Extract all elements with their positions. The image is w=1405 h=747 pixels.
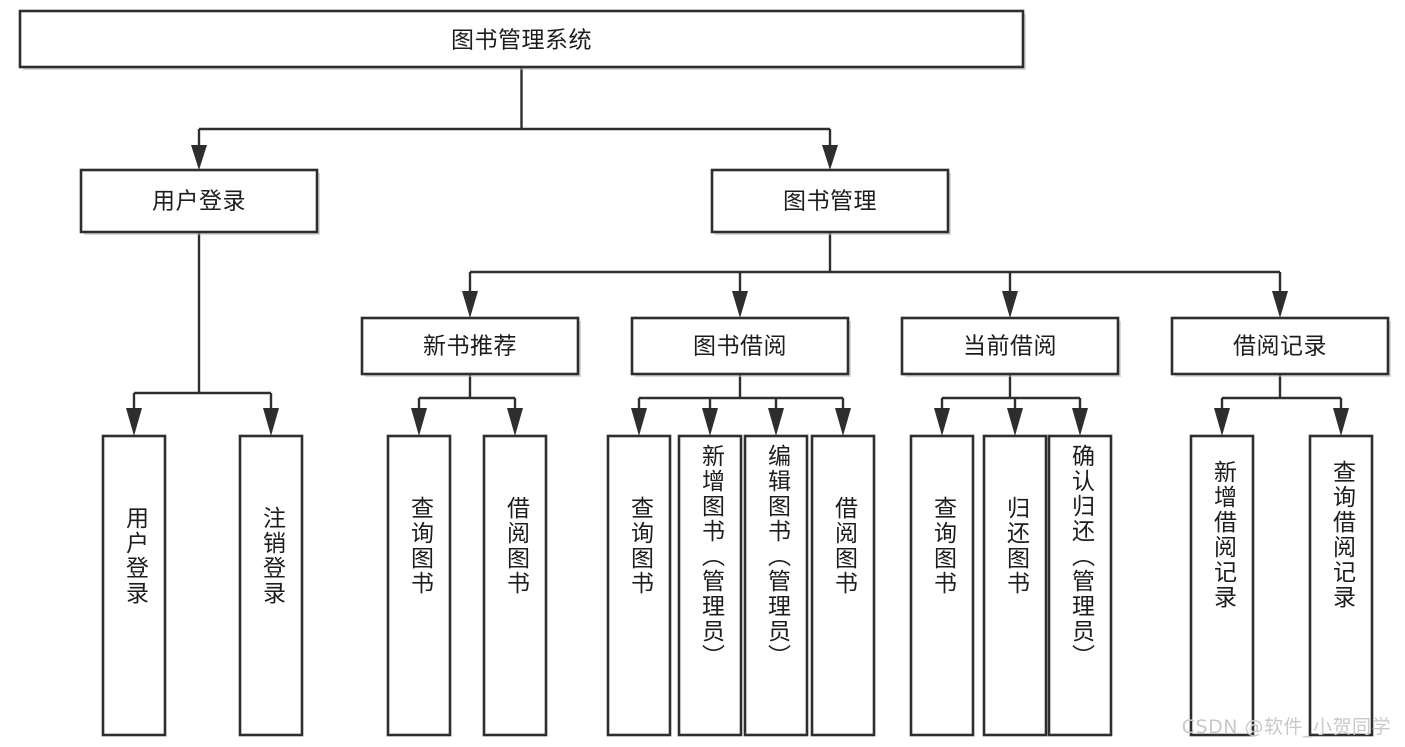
arrow-head-icon <box>411 408 427 436</box>
connector-group <box>126 67 1349 436</box>
node-rect[interactable] <box>710 168 950 234</box>
arrow-head-icon <box>768 408 784 436</box>
node-label-book-management: 图书管理 <box>783 189 877 215</box>
arrow-head-icon <box>1333 408 1349 436</box>
arrow-head-icon <box>462 291 478 318</box>
node-rect[interactable] <box>18 9 1025 69</box>
arrow-head-icon <box>191 145 207 170</box>
arrow-head-icon <box>732 291 748 318</box>
node-rect[interactable] <box>79 168 319 234</box>
arrow-head-icon <box>1272 291 1288 318</box>
arrow-head-icon <box>507 408 523 436</box>
arrow-head-icon <box>631 408 647 436</box>
node-new-book-recommend[interactable]: 新书推荐 <box>360 316 581 377</box>
node-label-user-login: 用户登录 <box>152 189 246 215</box>
node-label-current-borrow: 当前借阅 <box>963 334 1057 360</box>
leaf-rect-user-login[interactable] <box>101 434 167 737</box>
node-label-root: 图书管理系统 <box>451 28 592 54</box>
arrow-head-icon <box>835 408 851 436</box>
arrow-head-icon <box>263 408 279 436</box>
arrow-head-icon <box>1007 408 1023 436</box>
arrow-head-icon <box>1214 408 1230 436</box>
node-borrow-record[interactable]: 借阅记录 <box>1170 316 1391 377</box>
node-book-management[interactable]: 图书管理 <box>710 168 951 235</box>
leaf-node-group <box>101 434 1374 737</box>
leaf-rect-confirm-return[interactable] <box>1047 434 1113 737</box>
node-label-borrow-record: 借阅记录 <box>1233 334 1327 360</box>
leaf-rect-borrow-book-bb[interactable] <box>810 434 876 737</box>
arrow-head-icon <box>1002 291 1018 318</box>
leaf-rect-logout[interactable] <box>238 434 304 737</box>
node-root[interactable]: 图书管理系统 <box>18 9 1026 70</box>
arrow-head-icon <box>126 408 142 436</box>
node-rect[interactable] <box>360 316 580 376</box>
arrow-head-icon <box>822 145 838 170</box>
leaf-rect-query-borrow-rec[interactable] <box>1308 434 1374 737</box>
node-label-book-borrow: 图书借阅 <box>693 334 787 360</box>
node-book-borrow[interactable]: 图书借阅 <box>630 316 851 377</box>
node-rect[interactable] <box>630 316 850 376</box>
node-user-login[interactable]: 用户登录 <box>79 168 320 235</box>
leaf-rect-return-book[interactable] <box>982 434 1048 737</box>
node-rect[interactable] <box>1170 316 1390 376</box>
leaf-rect-edit-book-admin[interactable] <box>743 434 809 737</box>
leaf-rect-borrow-book-nb[interactable] <box>482 434 548 737</box>
leaf-rect-query-book-cb[interactable] <box>909 434 975 737</box>
leaf-rect-add-book-admin[interactable] <box>677 434 743 737</box>
watermark-text: CSDN @软件_小贺同学 <box>1181 716 1391 738</box>
arrow-head-icon <box>1072 408 1088 436</box>
arrow-head-icon <box>934 408 950 436</box>
leaf-rect-add-borrow-record[interactable] <box>1189 434 1255 737</box>
arrow-head-icon <box>702 408 718 436</box>
node-rect[interactable] <box>900 316 1120 376</box>
leaf-rect-query-book-bb[interactable] <box>606 434 672 737</box>
leaf-rect-query-book-nb[interactable] <box>386 434 452 737</box>
node-current-borrow[interactable]: 当前借阅 <box>900 316 1121 377</box>
node-label-new-book-recommend: 新书推荐 <box>423 334 517 360</box>
